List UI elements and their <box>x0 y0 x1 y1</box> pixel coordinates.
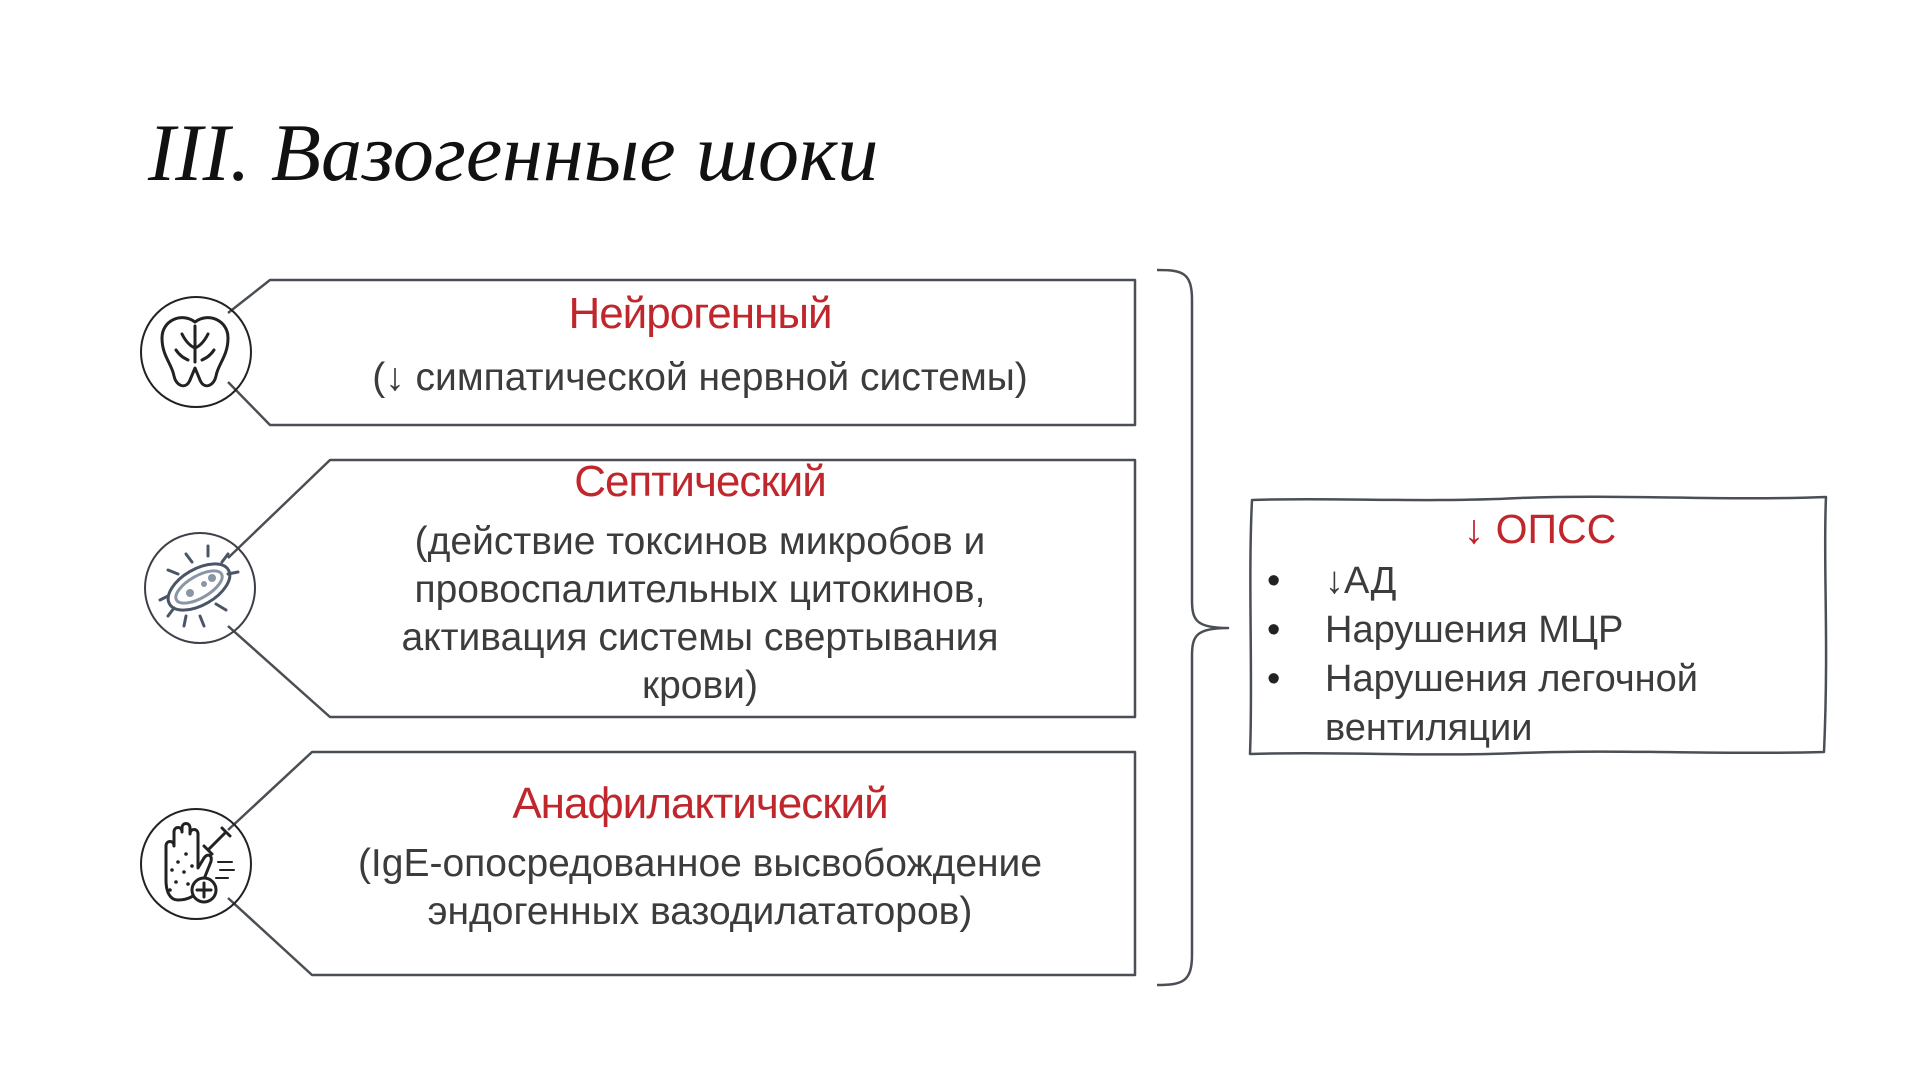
summary-box <box>1248 495 1828 756</box>
card-neurogenic: Нейрогенный (↓ симпатической нервной сис… <box>250 289 1150 430</box>
summary-list: ↓АД Нарушения МЦР Нарушения легочной вен… <box>1265 557 1815 753</box>
summary-item-continuation: вентиляции <box>1325 707 1533 749</box>
card-description: (IgE-опосредованное высвобождение эндоге… <box>358 840 1042 936</box>
summary-item: ↓АД <box>1265 557 1815 606</box>
card-septic-frame <box>227 458 1137 719</box>
desc-line: (IgE-опосредованное высвобождение <box>357 842 1043 886</box>
desc-line: активация системы свертывания <box>401 616 999 660</box>
card-title: Нейрогенный <box>568 289 832 338</box>
slide-title: III. Вазогенные шоки <box>148 107 879 198</box>
card-neuro-frame <box>227 278 1137 427</box>
card-description: (действие токсинов микробов и провоспали… <box>401 518 998 710</box>
desc-line: крови) <box>642 664 758 708</box>
card-ana-frame <box>227 750 1137 977</box>
brace <box>1156 268 1230 987</box>
card-description: (↓ симпатической нервной системы) <box>372 356 1028 400</box>
summary-panel: ↓ ОПСС ↓АД Нарушения МЦР Нарушения легоч… <box>1265 505 1815 753</box>
desc-line: (действие токсинов микробов и <box>414 520 986 564</box>
card-title: Септический <box>574 457 827 506</box>
card-anaphylactic: Анафилактический (IgE-опосредованное выс… <box>250 779 1150 936</box>
spinal-cord-icon <box>140 296 252 408</box>
card-septic: Септический (действие токсинов микробов … <box>250 457 1150 710</box>
allergy-hand-icon <box>140 808 252 920</box>
desc-line: эндогенных вазодилататоров) <box>427 890 973 934</box>
summary-item: Нарушения легочной <box>1265 655 1815 704</box>
card-title: Анафилактический <box>512 779 888 828</box>
summary-item: Нарушения МЦР <box>1265 606 1815 655</box>
bacteria-icon <box>144 532 256 644</box>
desc-line: провоспалительных цитокинов, <box>414 568 986 612</box>
summary-title: ↓ ОПСС <box>1463 506 1617 552</box>
